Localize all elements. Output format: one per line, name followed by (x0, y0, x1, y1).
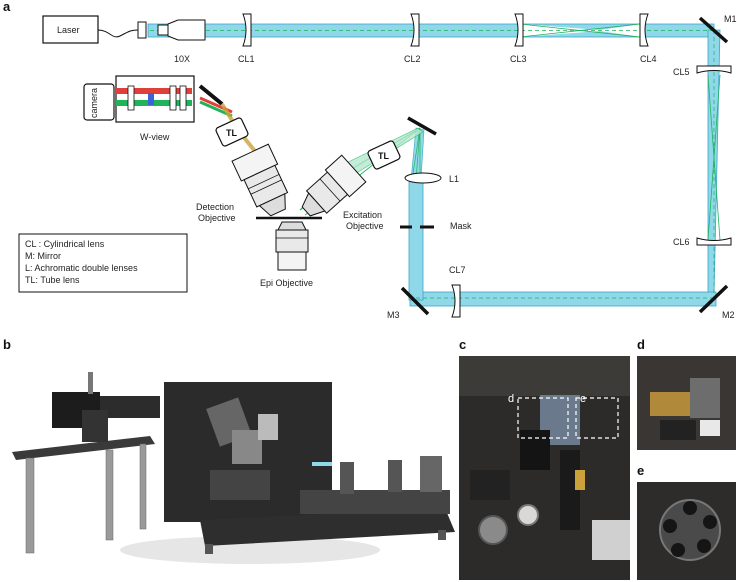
mirror-m3 (400, 286, 430, 316)
label-epi-objective: Epi Objective (260, 278, 313, 288)
label-cl4: CL4 (640, 54, 657, 64)
legend: CL : Cylindrical lens M: Mirror L: Achro… (18, 233, 188, 293)
mirror-m1 (698, 16, 729, 44)
excitation-objective (301, 154, 367, 217)
fiber-coupler (137, 21, 147, 39)
label-detection-2: Objective (198, 213, 236, 223)
label-cl6: CL6 (673, 237, 690, 247)
label-l1: L1 (449, 174, 459, 184)
lens-cl2 (410, 13, 420, 47)
photo-c: d e (459, 356, 630, 580)
lens-cl1 (242, 13, 252, 47)
rendering-3d (12, 372, 455, 564)
label-tl-detection: TL (226, 128, 237, 138)
panel-label-a: a (3, 0, 11, 14)
camera-box (83, 83, 115, 121)
panel-label-b: b (3, 337, 11, 352)
label-cl1: CL1 (238, 54, 255, 64)
label-m1: M1 (724, 14, 737, 24)
lens-l1 (404, 172, 442, 184)
legend-item: TL: Tube lens (25, 275, 80, 285)
laser-box (42, 15, 99, 44)
tube-lens-excitation (367, 140, 401, 170)
legend-item: M: Mirror (25, 251, 61, 261)
label-tl-excitation: TL (378, 151, 389, 161)
w-view-assembly: camera (83, 75, 224, 123)
photo-label-e: e (580, 393, 586, 405)
photo-label-d: d (508, 393, 514, 405)
tube-lens-detection (215, 117, 249, 147)
label-cl5: CL5 (673, 67, 690, 77)
label-10x: 10X (174, 54, 190, 64)
panel-label-e: e (637, 463, 644, 478)
label-excitation-2: Objective (346, 221, 384, 231)
photo-d (637, 356, 736, 450)
camera-label: camera (89, 88, 99, 118)
legend-item: CL : Cylindrical lens (25, 239, 105, 249)
mirror-excitation (407, 116, 437, 136)
small-table-top (12, 436, 155, 460)
fiber (97, 29, 139, 38)
label-w-view: W-view (140, 132, 170, 142)
laser-label: Laser (57, 25, 80, 35)
panel-label-d: d (637, 337, 645, 352)
objective-10x (157, 19, 206, 41)
inset-box-e (575, 397, 619, 439)
label-mask: Mask (450, 221, 472, 231)
label-cl3: CL3 (510, 54, 527, 64)
panel-label-c: c (459, 337, 466, 352)
label-excitation-1: Excitation (343, 210, 382, 220)
lens-cl5 (696, 65, 732, 74)
photo-e (637, 482, 736, 580)
inset-box-d (517, 397, 569, 439)
label-cl7: CL7 (449, 265, 466, 275)
label-m3: M3 (387, 310, 400, 320)
main-table-top (200, 508, 455, 546)
label-cl2: CL2 (404, 54, 421, 64)
lens-cl3 (514, 13, 524, 47)
beam-left-vertical (408, 179, 424, 301)
lens-cl7 (451, 284, 461, 318)
lens-cl4 (639, 13, 649, 47)
mirror-m2 (698, 284, 729, 314)
detection-objective (231, 143, 289, 217)
label-detection-1: Detection (196, 202, 234, 212)
epi-objective (275, 221, 309, 271)
label-m2: M2 (722, 310, 735, 320)
legend-item: L: Achromatic double lenses (25, 263, 138, 273)
lens-cl6 (696, 237, 732, 246)
